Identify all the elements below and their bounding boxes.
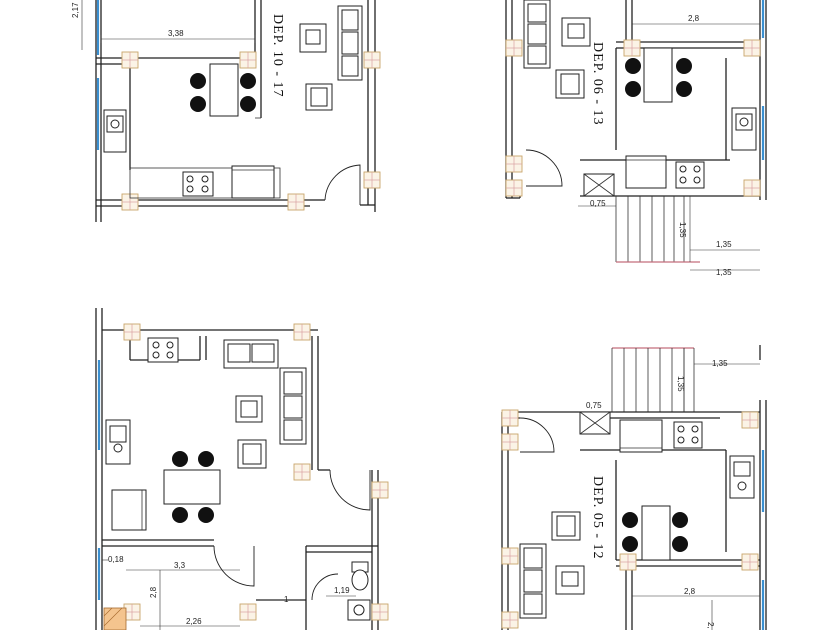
column <box>741 411 759 429</box>
sink <box>103 109 127 153</box>
column <box>371 481 389 499</box>
column <box>501 611 519 629</box>
unit-bottom-left: 0,18 3,3 2,8 2,26 1,19 1 <box>95 308 389 630</box>
dimension-label: 2,17 <box>71 2 80 18</box>
column <box>741 553 759 571</box>
coffee-table <box>299 23 327 53</box>
refrigerator <box>625 155 667 189</box>
column <box>363 171 381 189</box>
refrigerator <box>619 419 663 453</box>
sofa <box>519 543 547 619</box>
coffee-table <box>555 565 585 595</box>
stove <box>147 337 179 363</box>
washbasin <box>347 599 371 621</box>
sink <box>105 419 131 465</box>
dimension-label: 1,19 <box>334 586 350 595</box>
dimension-label: 1,35 <box>676 376 685 392</box>
stove <box>675 161 705 189</box>
column <box>501 547 519 565</box>
stove <box>673 421 703 449</box>
sink <box>729 455 755 499</box>
sofa <box>279 367 307 445</box>
column <box>121 51 139 69</box>
coffee-table <box>235 395 263 423</box>
door <box>311 573 339 601</box>
room-label: DEP. 10 - 17 <box>270 14 285 98</box>
unit-dep-06-13: 2,8 0,75 1,35 1,35 1,35 DEP. 06 - 13 <box>505 0 767 277</box>
column <box>293 323 311 341</box>
dining-table <box>190 63 256 117</box>
dimension-label: 2,26 <box>186 617 202 626</box>
dimension-label: 1,35 <box>712 359 728 368</box>
column <box>123 603 141 621</box>
dimension-label: 1 <box>284 595 289 604</box>
door <box>329 469 371 511</box>
dimension-label: 3,38 <box>168 29 184 38</box>
column <box>501 409 519 427</box>
armchair <box>551 511 581 541</box>
dimension-label: 2,8 <box>688 14 700 23</box>
unit-dep-10-17: 3,38 2,17 DEP. 10 - 17 <box>71 0 381 222</box>
toilet <box>351 561 369 591</box>
refrigerator <box>111 489 147 531</box>
sofa <box>223 339 279 369</box>
shaft <box>579 411 611 435</box>
door <box>213 545 255 587</box>
armchair <box>237 439 267 469</box>
unit-dep-05-12: 0,75 1,35 1,35 2,8 2, DEP. 05 - 12 <box>501 345 767 630</box>
column <box>239 603 257 621</box>
dimension-label: 1,35 <box>716 240 732 249</box>
hatched-wall <box>103 607 127 630</box>
column <box>363 51 381 69</box>
armchair <box>555 69 585 99</box>
column <box>743 179 761 197</box>
column <box>287 193 305 211</box>
dining-table <box>625 47 692 103</box>
room-label: DEP. 06 - 13 <box>590 42 605 126</box>
column <box>505 39 523 57</box>
dimension-label: 0,75 <box>590 199 606 208</box>
column <box>123 323 141 341</box>
dimension-label: 2,8 <box>684 587 696 596</box>
armchair <box>305 83 333 111</box>
column <box>743 39 761 57</box>
stove <box>182 171 214 197</box>
coffee-table <box>561 17 591 47</box>
stairs <box>615 196 700 263</box>
column <box>623 39 641 57</box>
dining-table <box>622 505 688 561</box>
dimension-label: 0,75 <box>586 401 602 410</box>
sofa <box>337 5 363 81</box>
sofa <box>523 0 551 69</box>
sink <box>731 107 757 151</box>
shaft <box>583 173 615 197</box>
refrigerator <box>231 165 275 199</box>
column <box>505 179 523 197</box>
dimension-label: 2, <box>706 622 715 629</box>
column <box>619 553 637 571</box>
column <box>505 155 523 173</box>
door <box>525 149 563 187</box>
dimension-label: 2,8 <box>149 586 158 598</box>
door <box>519 417 555 453</box>
room-label: DEP. 05 - 12 <box>590 476 605 560</box>
dimension-label: 1,35 <box>716 268 732 277</box>
column <box>293 463 311 481</box>
door <box>324 164 361 205</box>
dimension-label: 1,35 <box>678 222 687 238</box>
dining-table <box>163 451 221 523</box>
dimension-label: 3,3 <box>174 561 186 570</box>
column <box>239 51 257 69</box>
column <box>501 433 519 451</box>
dimension-label: 0,18 <box>108 555 124 564</box>
column <box>371 603 389 621</box>
